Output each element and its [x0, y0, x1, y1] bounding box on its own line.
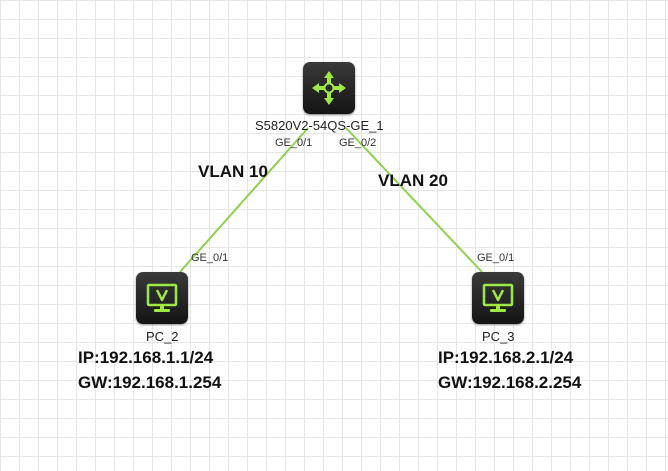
monitor-icon	[146, 283, 178, 312]
pc3-name: PC_3	[482, 329, 515, 344]
pc2-name: PC_2	[146, 329, 179, 344]
pc2-port-label: GE_0/1	[191, 252, 229, 264]
switch-name: S5820V2-54QS-GE_1	[255, 118, 384, 133]
pc2-ip: IP:192.168.1.1/24	[78, 348, 214, 367]
switch-port-left: GE_0/1	[275, 137, 313, 149]
vlan-20-label: VLAN 20	[378, 171, 448, 190]
switch-port-right: GE_0/2	[339, 137, 377, 149]
pc3-ip: IP:192.168.2.1/24	[438, 348, 574, 367]
vlan-10-label: VLAN 10	[198, 162, 268, 181]
pc3-device[interactable]	[472, 272, 524, 324]
monitor-icon	[482, 283, 514, 312]
router-arrows-icon	[312, 71, 346, 105]
pc3-gw: GW:192.168.2.254	[438, 373, 582, 392]
switch-device[interactable]	[303, 62, 355, 114]
pc2-gw: GW:192.168.1.254	[78, 373, 222, 392]
pc3-port-label: GE_0/1	[477, 252, 515, 264]
link-vlan-20[interactable]	[345, 127, 483, 273]
link-vlan-10[interactable]	[179, 127, 309, 273]
pc2-device[interactable]	[136, 272, 188, 324]
